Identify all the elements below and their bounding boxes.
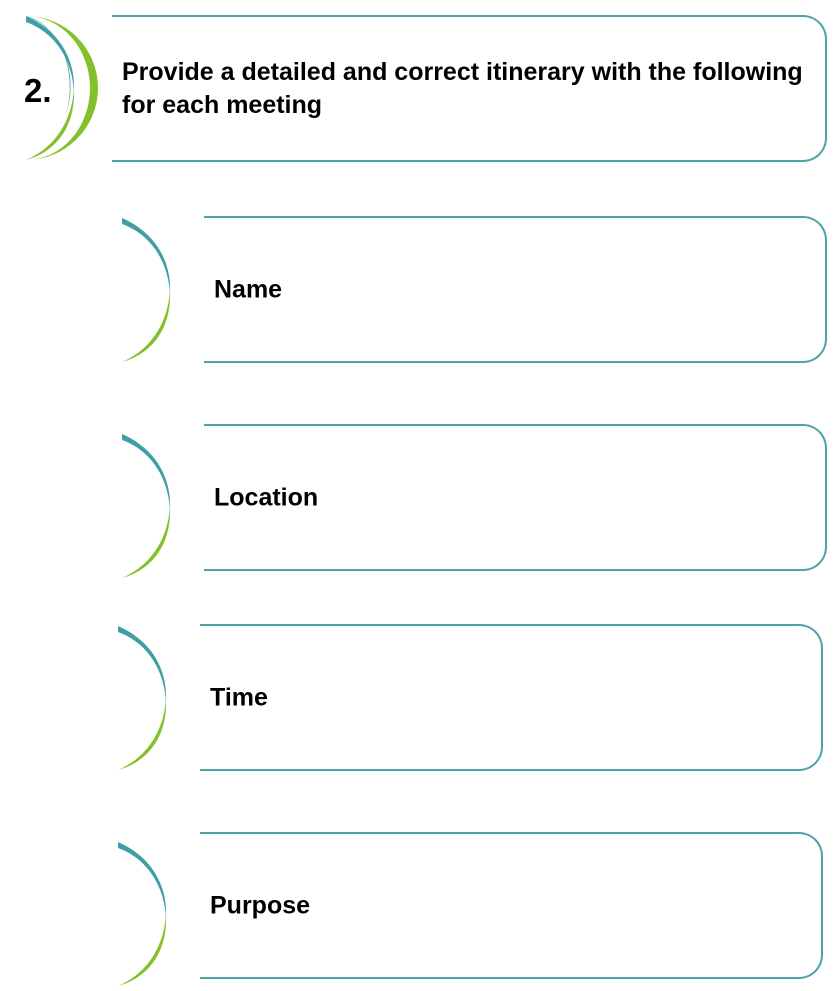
step-number: 2. bbox=[24, 72, 52, 109]
item-time-arc-icon bbox=[118, 626, 167, 770]
item-name-arc-icon bbox=[122, 218, 171, 362]
step-main-text: Provide a detailed and correct itinerary… bbox=[122, 57, 803, 119]
item-location-arc-icon bbox=[122, 434, 171, 578]
item-name-label: Name bbox=[214, 275, 283, 303]
item-time-label: Time bbox=[210, 683, 268, 711]
step-main: 2. Provide a detailed and correct itiner… bbox=[0, 0, 833, 170]
item-location-box: Location bbox=[204, 424, 827, 571]
step-main-arc-icon bbox=[26, 16, 98, 160]
item-location-label: Location bbox=[214, 483, 319, 511]
item-purpose-arc-icon bbox=[118, 842, 167, 986]
item-purpose-label: Purpose bbox=[210, 891, 311, 919]
step-main-box: Provide a detailed and correct itinerary… bbox=[112, 15, 827, 162]
item-time-box: Time bbox=[200, 624, 823, 771]
item-purpose-box: Purpose bbox=[200, 832, 823, 979]
item-name-box: Name bbox=[204, 216, 827, 363]
